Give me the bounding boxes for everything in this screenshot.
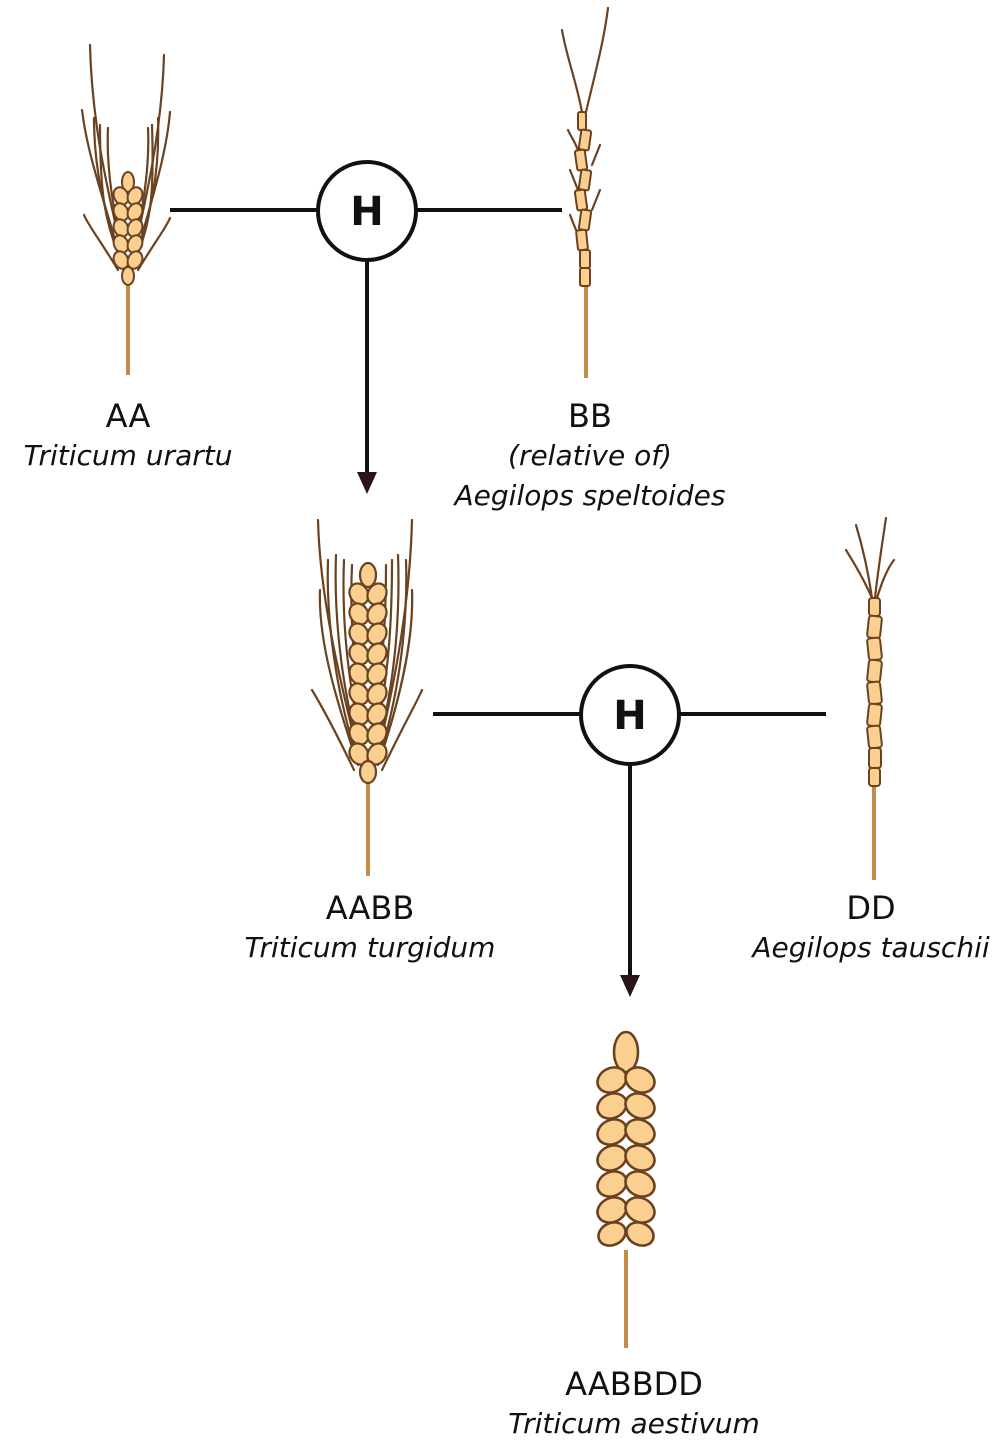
turgidum-label: AABB Triticum turgidum [220,888,520,968]
urartu-label: AA Triticum urartu [0,396,256,476]
triticum-turgidum-illustration [312,520,422,876]
aestivum-grains [593,1032,658,1250]
aestivum-species: Triticum aestivum [484,1404,784,1444]
speltoides-genome: BB [430,396,750,436]
arrow-head-1 [357,472,377,494]
tauschii-species: Aegilops tauschii [736,928,1006,968]
triticum-aestivum-illustration [593,1032,658,1348]
hybridization-symbol-1: H [350,189,383,235]
aestivum-genome: AABBDD [484,1364,784,1404]
arrow-head-2 [620,975,640,997]
speltoides-label: BB (relative of) Aegilops speltoides [430,396,750,516]
tauschii-label: DD Aegilops tauschii [736,888,1006,968]
hybridization-symbol-2: H [613,693,646,739]
aestivum-label: AABBDD Triticum aestivum [484,1364,784,1444]
triticum-urartu-illustration [82,45,170,375]
speltoides-species: Aegilops speltoides [430,476,750,516]
turgidum-genome: AABB [220,888,520,928]
aegilops-speltoides-illustration [562,8,608,378]
urartu-genome: AA [0,396,256,436]
tauschii-genome: DD [736,888,1006,928]
turgidum-grains [346,563,391,783]
turgidum-species: Triticum turgidum [220,928,520,968]
aegilops-tauschii-illustration [846,518,894,880]
urartu-species: Triticum urartu [0,436,256,476]
speltoides-qualifier: (relative of) [430,436,750,476]
